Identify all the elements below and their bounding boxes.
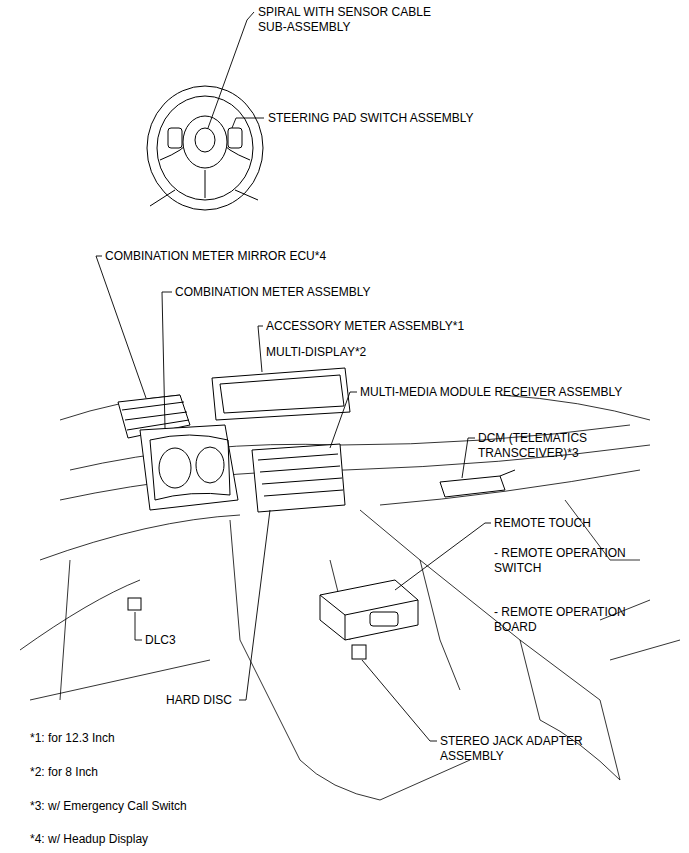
dlc3-connector: [128, 598, 141, 610]
multi-display: [212, 368, 350, 420]
part-label: COMBINATION METER MIRROR ECU*4: [105, 249, 326, 264]
part-label: DCM (TELEMATICS TRANSCEIVER)*3: [478, 431, 613, 461]
stereo-jack: [352, 645, 366, 659]
part-label: STEREO JACK ADAPTER ASSEMBLY: [440, 734, 590, 764]
footnote: *3: w/ Emergency Call Switch: [30, 799, 187, 814]
footnote: *1: for 12.3 Inch: [30, 731, 115, 746]
part-label: MULTI-DISPLAY*2: [266, 345, 366, 360]
leader-lines: [96, 12, 491, 741]
part-label: STEERING PAD SWITCH ASSEMBLY: [268, 111, 474, 126]
part-label: REMOTE TOUCH: [494, 516, 591, 531]
remote-touch: [320, 580, 418, 640]
part-label: - REMOTE OPERATION BOARD: [494, 605, 664, 635]
part-label: DLC3: [145, 633, 176, 648]
footnote: *2: for 8 Inch: [30, 765, 98, 780]
part-label: - REMOTE OPERATION SWITCH: [494, 546, 664, 576]
receiver-unit: [252, 444, 345, 512]
steering-wheel: [147, 86, 263, 210]
dcm-unit: [440, 470, 515, 497]
combination-meter: [140, 425, 238, 510]
part-label: SPIRAL WITH SENSOR CABLE SUB-ASSEMBLY: [258, 5, 433, 35]
footnote: *4: w/ Headup Display: [30, 832, 148, 847]
part-label: HARD DISC: [166, 693, 232, 708]
part-label: COMBINATION METER ASSEMBLY: [175, 285, 371, 300]
part-label: ACCESSORY METER ASSEMBLY*1: [266, 319, 464, 334]
instrument-panel: [20, 395, 680, 800]
part-label: MULTI-MEDIA MODULE RECEIVER ASSEMBLY: [360, 385, 622, 400]
